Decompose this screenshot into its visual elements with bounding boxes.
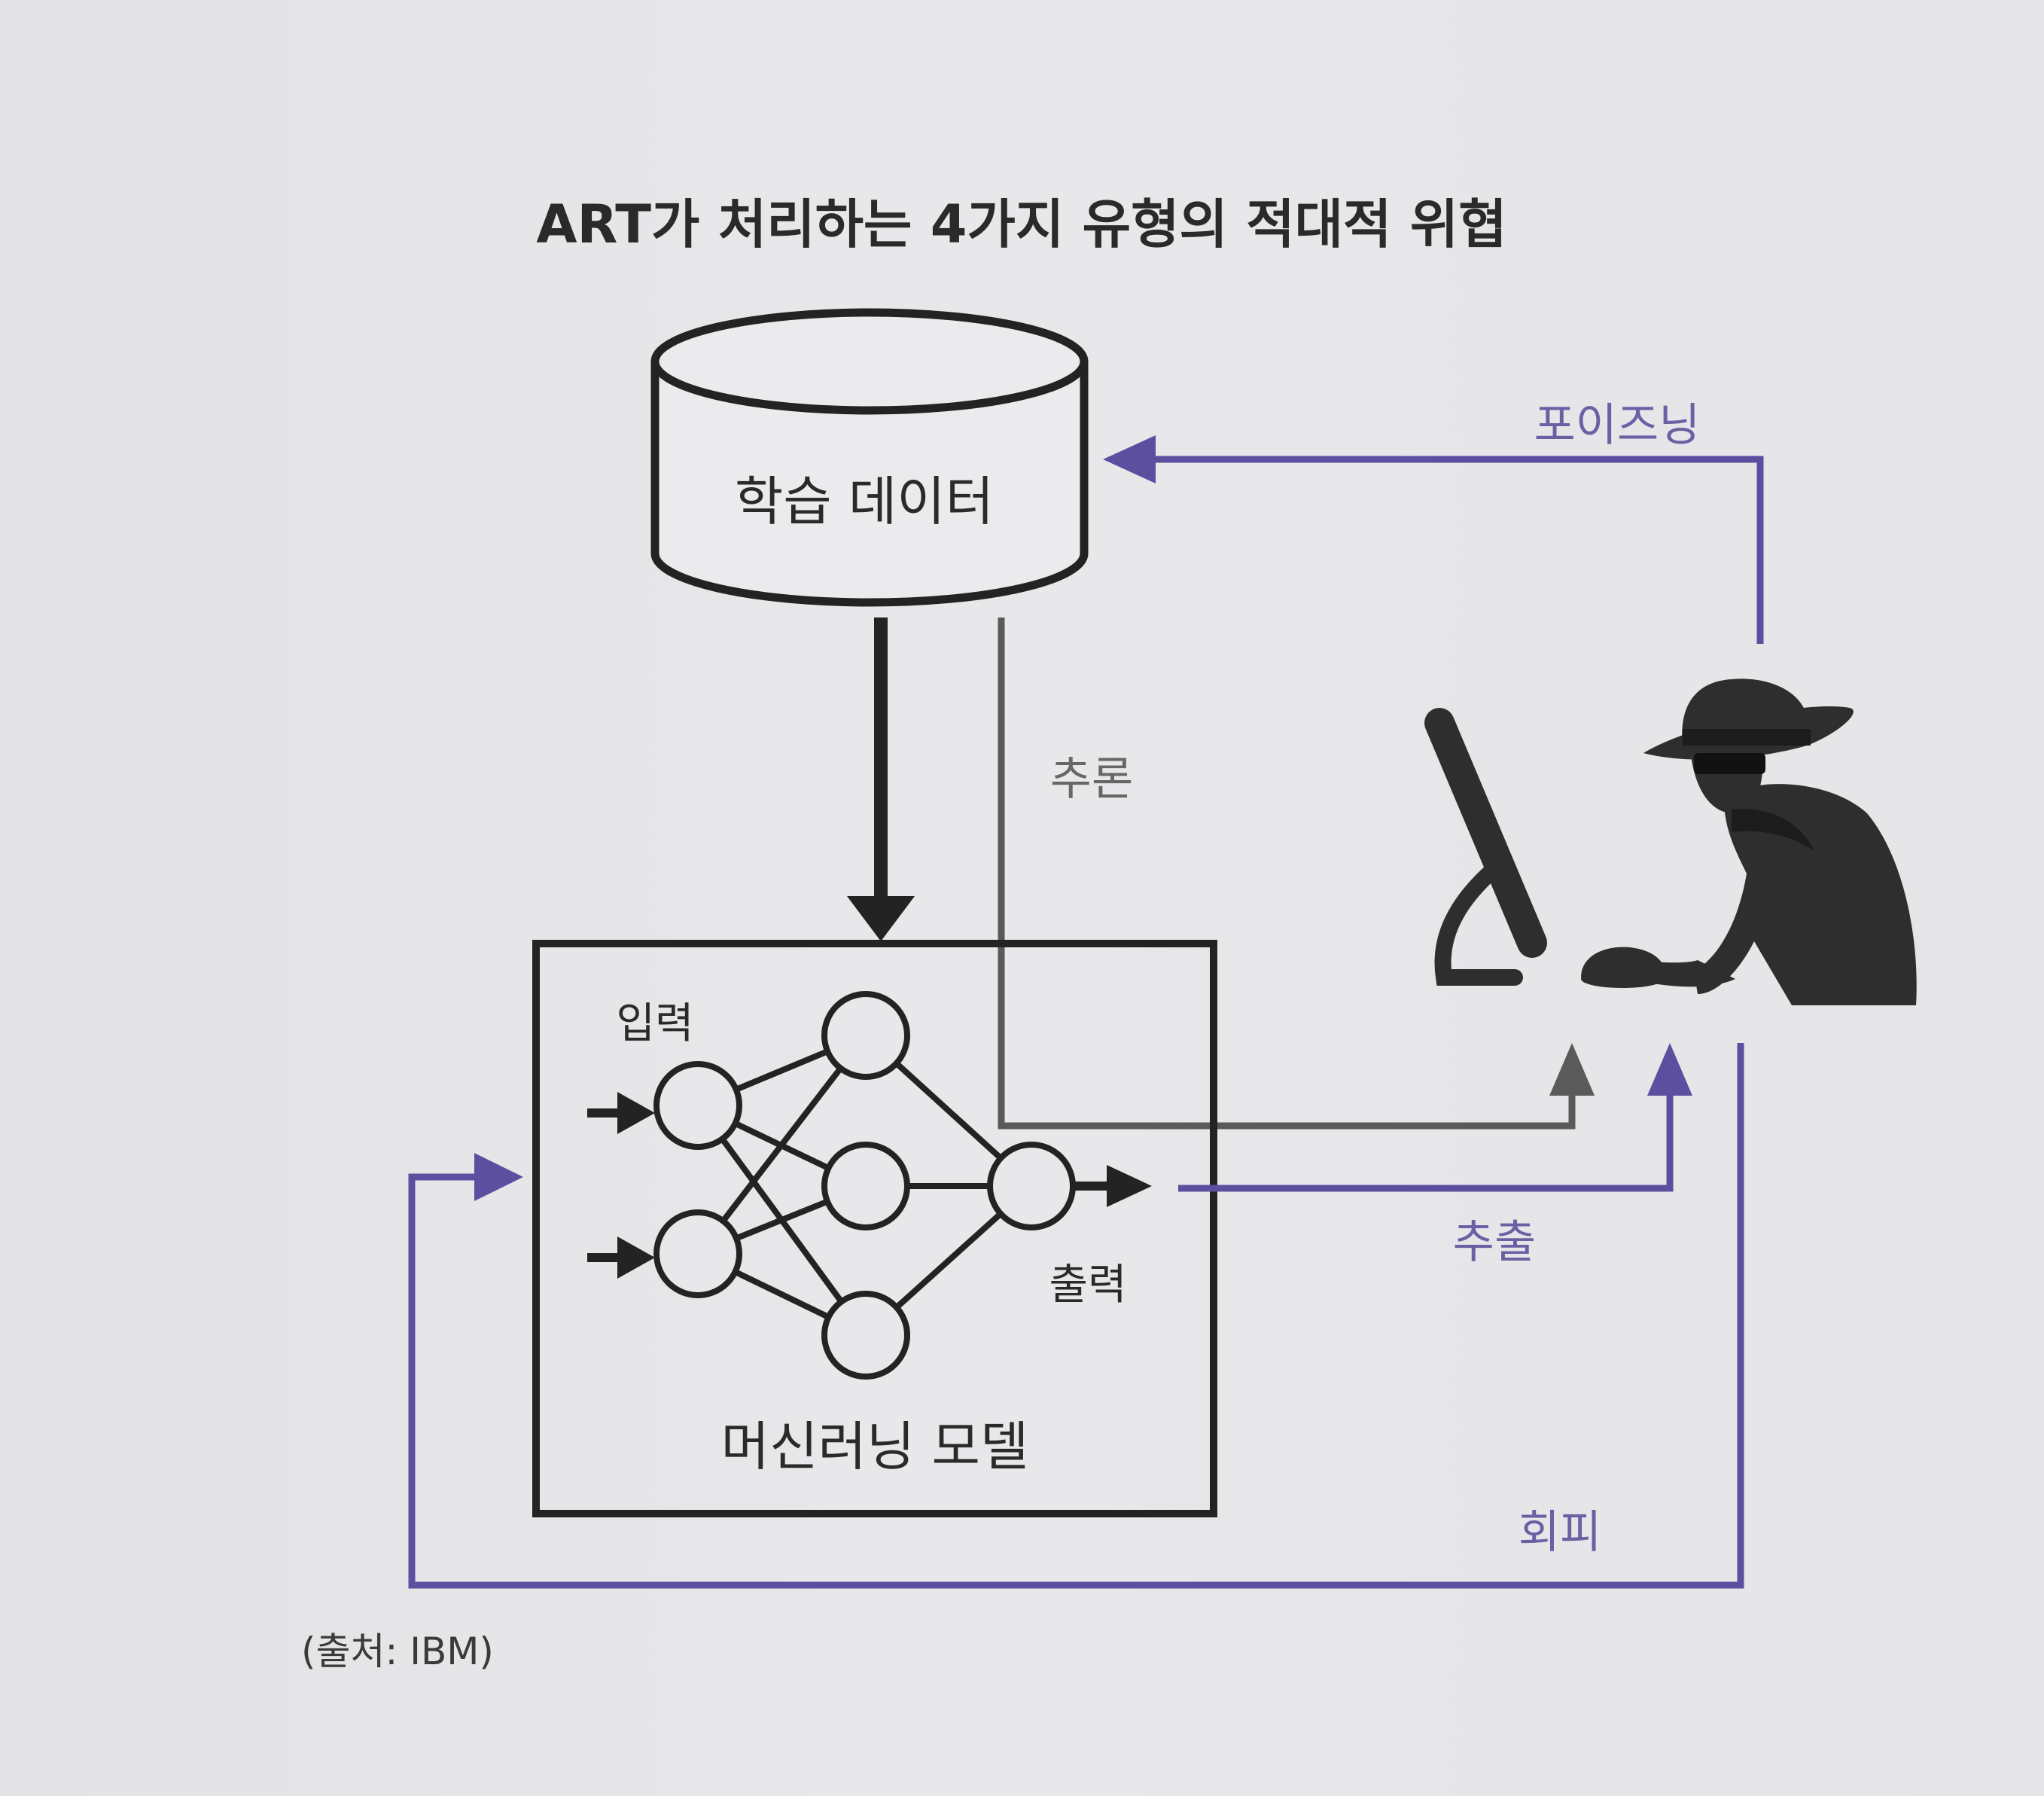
training-data-label: 학습 데이터 bbox=[735, 471, 994, 532]
inference-flow-line bbox=[998, 617, 1595, 1130]
evasion-flow-line bbox=[408, 1043, 1744, 1589]
neural-network-icon bbox=[653, 991, 1076, 1380]
output-arrow bbox=[1075, 1165, 1152, 1207]
model-label: 머신러닝 모델 bbox=[721, 1416, 1029, 1477]
poisoning-flow-line bbox=[1103, 435, 1764, 644]
training-flow-arrow bbox=[847, 617, 915, 941]
extraction-flow-line bbox=[1178, 1043, 1692, 1192]
source-caption: (출처: IBM) bbox=[301, 1630, 494, 1673]
input-arrows bbox=[587, 1092, 655, 1279]
input-label: 입력 bbox=[616, 999, 693, 1048]
computer-monitor-icon bbox=[1424, 708, 1547, 986]
database-cylinder-icon bbox=[650, 308, 1089, 607]
hacker-spy-icon bbox=[1615, 678, 1917, 1005]
model-box bbox=[532, 940, 1217, 1517]
output-label: 출력 bbox=[1049, 1261, 1126, 1310]
evasion-label: 회피 bbox=[1519, 1506, 1601, 1559]
mouse-icon bbox=[1581, 947, 1666, 988]
diagram-title: ART가 처리하는 4가지 유형의 적대적 위협 bbox=[536, 194, 1506, 255]
poisoning-label: 포이즈닝 bbox=[1534, 399, 1701, 452]
extraction-label: 추출 bbox=[1453, 1216, 1536, 1269]
inference-label: 추론 bbox=[1050, 753, 1133, 806]
